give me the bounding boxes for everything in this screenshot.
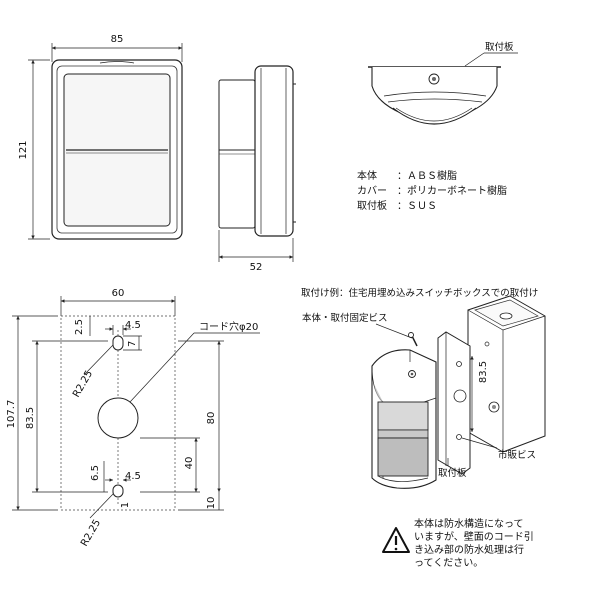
dim-r2-25-top: R2.25 xyxy=(71,369,95,400)
side-depth-label: 52 xyxy=(250,262,263,273)
dim-4-5-bottom: 4.5 xyxy=(125,471,141,482)
install-plate-label: 取付板 xyxy=(438,467,467,479)
plate-hole-span-label: 83.5 xyxy=(25,407,36,429)
install-title: 取付け例：住宅用埋め込みスイッチボックスでの取付け xyxy=(301,287,538,299)
warning-triangle-icon xyxy=(382,527,410,553)
top-view: 取付板 xyxy=(368,41,518,125)
dim-40: 40 xyxy=(184,457,195,470)
front-height-label: 121 xyxy=(18,140,29,159)
install-mounting-plate xyxy=(437,331,471,475)
dim-r2-25-bottom: R2.25 xyxy=(79,518,103,549)
install-dim-83-5: 83.5 xyxy=(478,361,489,383)
light-body xyxy=(371,349,437,489)
dim-6-5: 6.5 xyxy=(90,465,101,481)
materials-list: 本体 ：ＡＢＳ樹脂 カバー ：ポリカーボネート樹脂 取付板 ：ＳＵＳ xyxy=(357,169,507,212)
material-part-2: 取付板 xyxy=(357,199,387,212)
dim-10: 10 xyxy=(206,497,217,510)
side-view: 52 xyxy=(218,65,296,273)
mounting-plate-drawing: 60 107.7 83.5 4.5 2.5 7 R2.25 コード穴φ20 xyxy=(6,288,260,549)
cord-hole-label: コード穴φ20 xyxy=(199,320,258,333)
material-value-2: ：ＳＵＳ xyxy=(397,201,437,212)
warning-line-3: ってください。 xyxy=(414,557,483,569)
warning-note: 本体は防水構造になって いますが、壁面のコード引 き込み部の防水処理は行 ってく… xyxy=(382,517,534,569)
dim-1: 1 xyxy=(120,502,131,508)
dim-80: 80 xyxy=(206,412,217,425)
dim-4-5-top: 4.5 xyxy=(125,320,141,331)
front-view: 85 121 xyxy=(18,34,183,240)
material-part-0: 本体 xyxy=(357,169,377,182)
material-part-1: カバー xyxy=(357,185,387,197)
warning-line-1: いますが、壁面のコード引 xyxy=(414,530,534,543)
dim-2-5: 2.5 xyxy=(74,319,85,335)
dim-7: 7 xyxy=(127,341,138,347)
commercial-screw-label: 市販ビス xyxy=(498,449,536,461)
screw-icon xyxy=(408,332,418,347)
warning-line-0: 本体は防水構造になって xyxy=(414,517,524,530)
install-screw-label: 本体・取付固定ビス xyxy=(302,312,388,324)
front-width-label: 85 xyxy=(111,34,124,45)
material-value-0: ：ＡＢＳ樹脂 xyxy=(397,169,457,182)
warning-line-2: き込み部の防水処理は行 xyxy=(414,543,524,556)
plate-total-height-label: 107.7 xyxy=(6,400,17,429)
installation-example: 取付け例：住宅用埋め込みスイッチボックスでの取付け 本体・取付固定ビス xyxy=(301,287,546,489)
plate-width-label: 60 xyxy=(112,288,125,299)
material-value-1: ：ポリカーボネート樹脂 xyxy=(397,184,507,197)
top-view-plate-label: 取付板 xyxy=(485,41,514,53)
